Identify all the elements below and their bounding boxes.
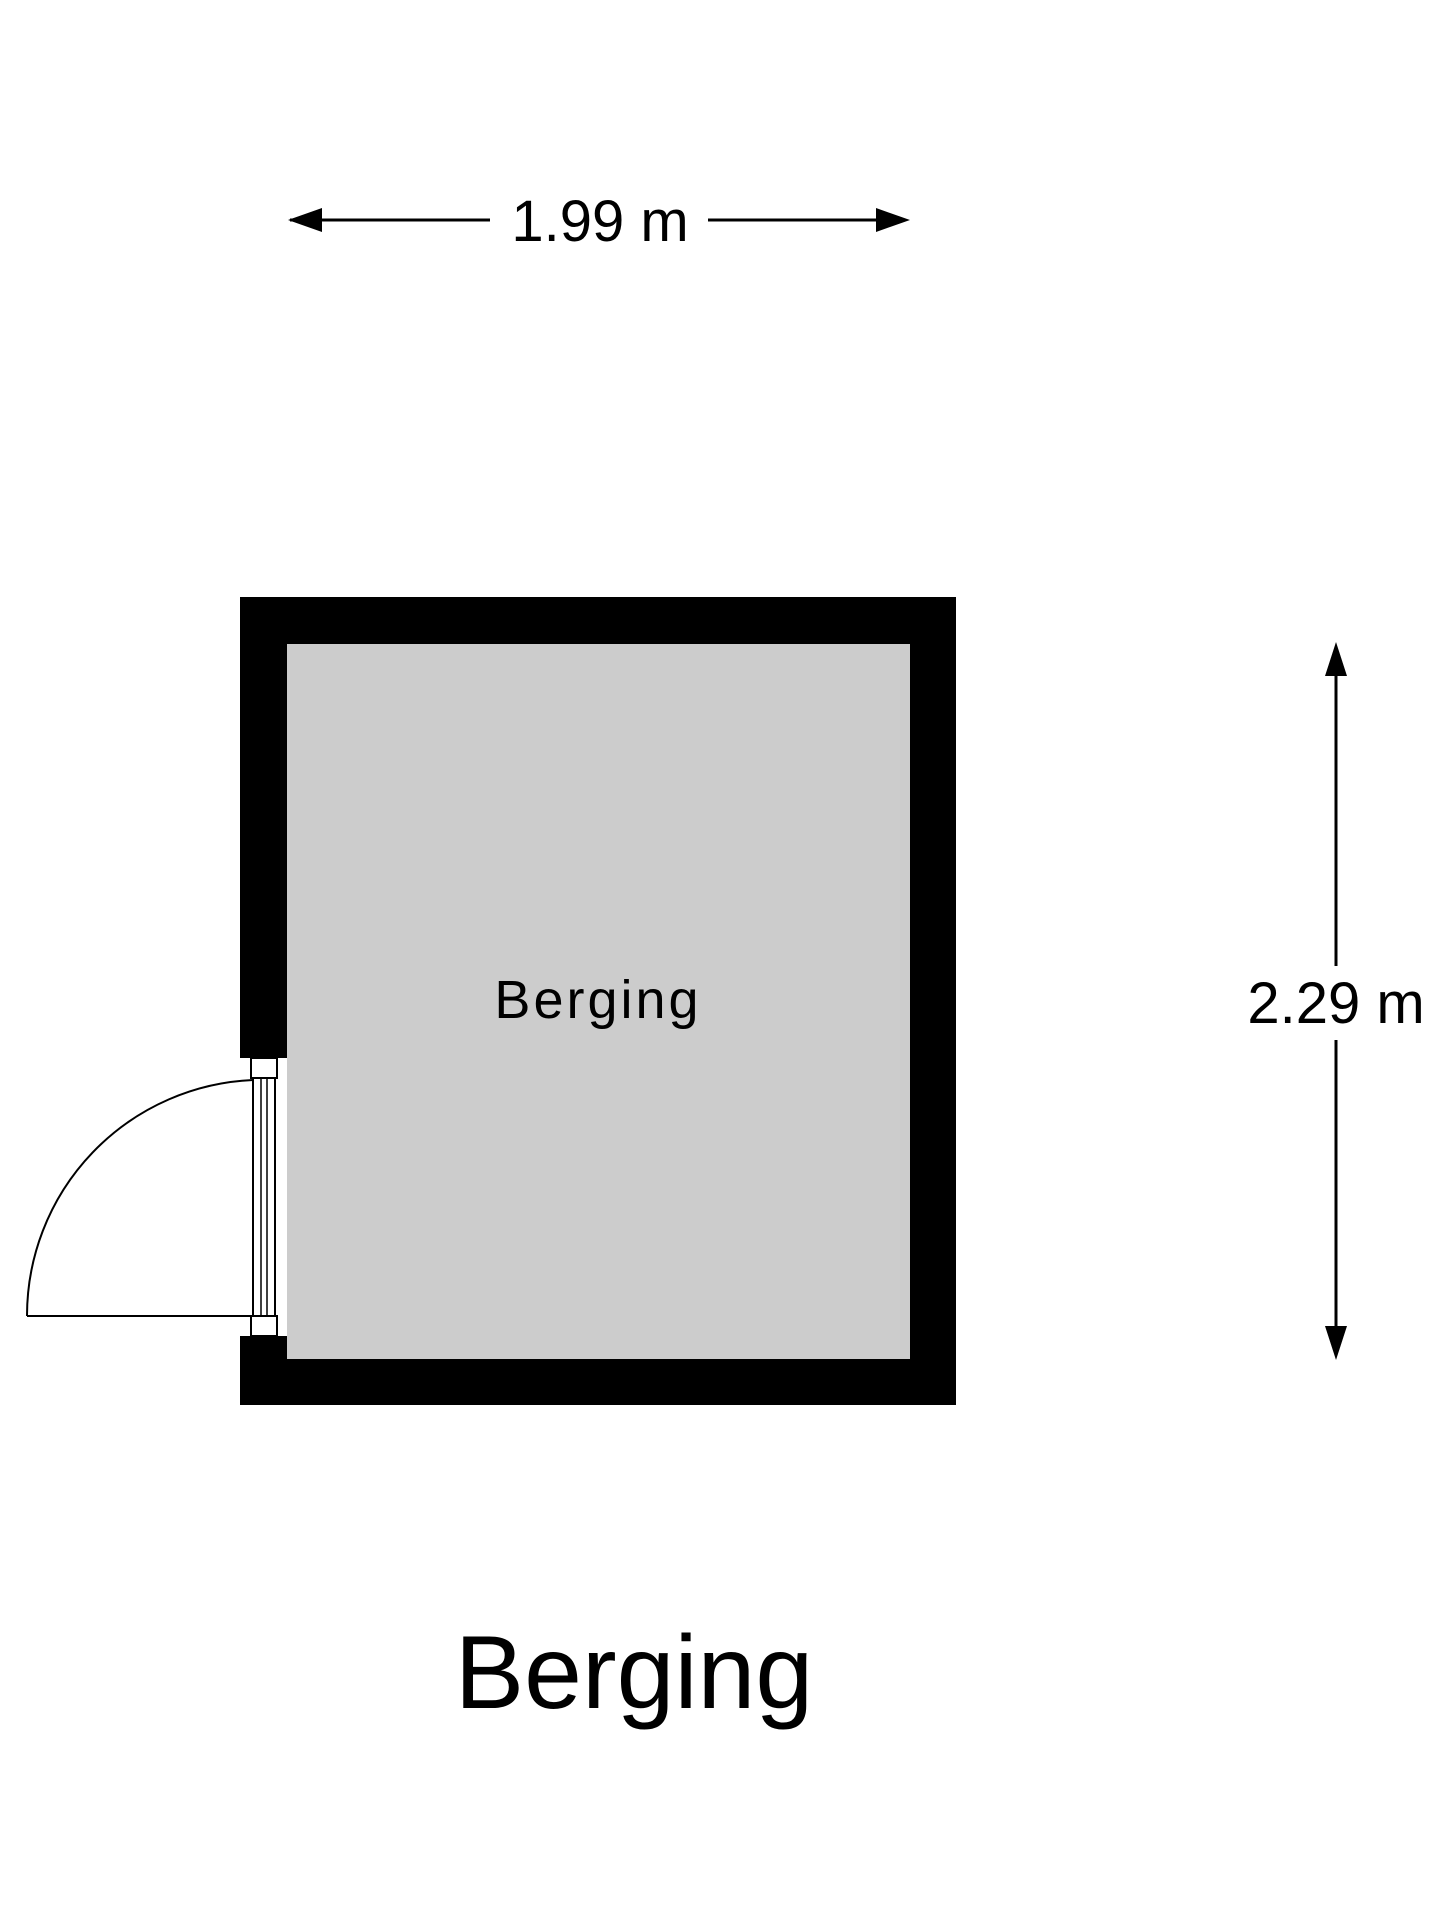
plan-title: Berging xyxy=(455,1615,813,1731)
height-dimension-label: 2.29 m xyxy=(1247,971,1424,1036)
room xyxy=(25,597,956,1405)
height-dimension: 2.29 m xyxy=(1240,642,1436,1360)
room-label: Berging xyxy=(494,970,701,1030)
width-arrow-right-icon xyxy=(876,208,910,232)
room-floor xyxy=(287,644,910,1359)
width-dimension-label: 1.99 m xyxy=(511,189,688,254)
height-arrow-top-icon xyxy=(1325,642,1347,676)
width-dimension: 1.99 m xyxy=(288,189,910,254)
door-jamb-bottom xyxy=(250,1315,278,1337)
door-leaf xyxy=(252,1077,276,1317)
height-label-backdrop xyxy=(1240,966,1436,1040)
height-arrow-bottom-icon xyxy=(1325,1326,1347,1360)
width-arrow-left-icon xyxy=(288,208,322,232)
door-swing-arc xyxy=(25,1079,254,1317)
door-jamb-top xyxy=(250,1057,278,1079)
